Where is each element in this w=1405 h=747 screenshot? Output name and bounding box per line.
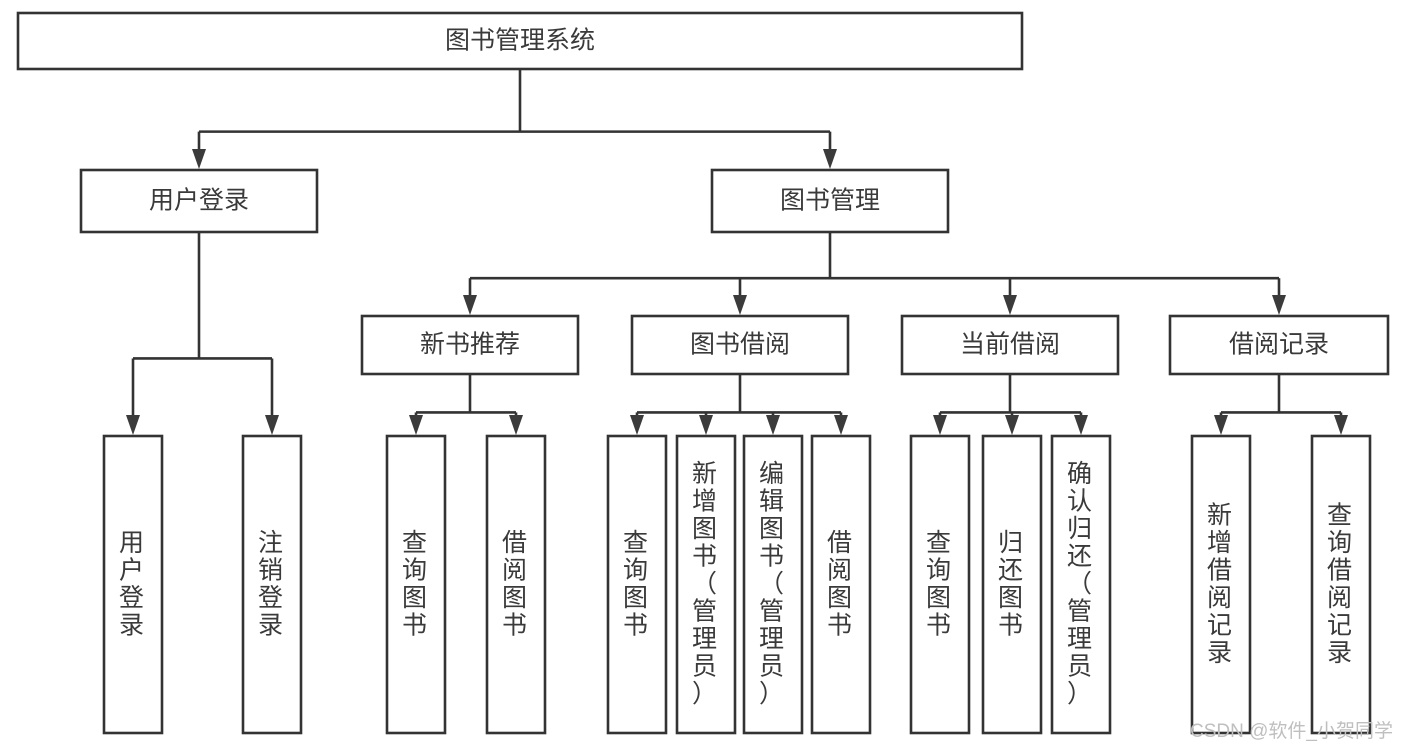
node-box-borrow-record[interactable]: [1168, 314, 1390, 376]
node-label-leaf-borrow-book-1: 借阅图书: [502, 529, 530, 640]
node-leaf-logout[interactable]: 注销登录: [241, 434, 303, 735]
arrow-head-icon: [192, 149, 206, 169]
node-label-leaf-query-book-2: 查询图书: [623, 529, 651, 640]
arrow-head-icon: [699, 415, 713, 435]
node-box-root[interactable]: [16, 11, 1024, 71]
node-leaf-confirm-return-admin[interactable]: 确认归还（管理员）: [1050, 434, 1112, 735]
node-leaf-add-book-admin[interactable]: 新增图书（管理员）: [675, 434, 737, 735]
arrow-head-icon: [823, 149, 837, 169]
arrow-head-icon: [630, 415, 644, 435]
node-leaf-query-book-1[interactable]: 查询图书: [385, 434, 447, 735]
node-label-new-book-rec: 新书推荐: [420, 331, 520, 359]
node-box-leaf-query-book-3[interactable]: [909, 434, 971, 735]
node-book-borrow[interactable]: 图书借阅: [630, 314, 850, 376]
node-label-current-borrow: 当前借阅: [960, 331, 1060, 359]
node-leaf-query-borrow-record[interactable]: 查询借阅记录: [1310, 434, 1372, 735]
node-box-leaf-confirm-return-admin[interactable]: [1050, 434, 1112, 735]
node-box-new-book-rec[interactable]: [360, 314, 580, 376]
node-leaf-query-book-3[interactable]: 查询图书: [909, 434, 971, 735]
node-leaf-edit-book-admin[interactable]: 编辑图书（管理员）: [742, 434, 804, 735]
node-label-leaf-borrow-book-2: 借阅图书: [827, 529, 855, 640]
node-user-login[interactable]: 用户登录: [79, 168, 319, 234]
node-box-book-borrow[interactable]: [630, 314, 850, 376]
node-label-leaf-confirm-return-admin: 确认归还（管理员）: [1067, 460, 1095, 708]
node-leaf-borrow-book-1[interactable]: 借阅图书: [485, 434, 547, 735]
node-box-leaf-query-borrow-record[interactable]: [1310, 434, 1372, 735]
node-root[interactable]: 图书管理系统: [16, 11, 1024, 71]
arrow-head-icon: [1074, 415, 1088, 435]
node-box-current-borrow[interactable]: [900, 314, 1120, 376]
node-new-book-rec[interactable]: 新书推荐: [360, 314, 580, 376]
arrow-head-icon: [834, 415, 848, 435]
arrow-head-icon: [933, 415, 947, 435]
arrow-head-icon: [126, 415, 140, 435]
node-box-leaf-return-book[interactable]: [981, 434, 1043, 735]
node-box-leaf-query-book-2[interactable]: [606, 434, 668, 735]
node-borrow-record[interactable]: 借阅记录: [1168, 314, 1390, 376]
node-label-leaf-add-book-admin: 新增图书（管理员）: [692, 460, 720, 708]
arrow-head-icon: [1005, 415, 1019, 435]
node-label-leaf-add-borrow-record: 新增借阅记录: [1207, 501, 1235, 667]
node-box-book-manage[interactable]: [710, 168, 950, 234]
node-box-user-login[interactable]: [79, 168, 319, 234]
node-box-leaf-add-book-admin[interactable]: [675, 434, 737, 735]
arrow-head-icon: [463, 295, 477, 315]
node-book-manage[interactable]: 图书管理: [710, 168, 950, 234]
node-leaf-query-book-2[interactable]: 查询图书: [606, 434, 668, 735]
node-label-root: 图书管理系统: [445, 27, 595, 55]
arrow-head-icon: [1272, 295, 1286, 315]
node-label-leaf-return-book: 归还图书: [998, 529, 1026, 640]
node-label-leaf-query-book-3: 查询图书: [926, 529, 954, 640]
node-box-leaf-query-book-1[interactable]: [385, 434, 447, 735]
arrow-head-icon: [1334, 415, 1348, 435]
node-label-leaf-query-book-1: 查询图书: [402, 529, 430, 640]
node-leaf-return-book[interactable]: 归还图书: [981, 434, 1043, 735]
node-label-borrow-record: 借阅记录: [1229, 331, 1329, 359]
node-label-book-manage: 图书管理: [780, 187, 880, 215]
node-box-leaf-add-borrow-record[interactable]: [1190, 434, 1252, 735]
node-box-leaf-logout[interactable]: [241, 434, 303, 735]
node-label-user-login: 用户登录: [149, 187, 249, 215]
arrow-head-icon: [1214, 415, 1228, 435]
node-box-leaf-borrow-book-2[interactable]: [810, 434, 872, 735]
node-label-leaf-user-login: 用户登录: [119, 529, 147, 640]
node-box-leaf-borrow-book-1[interactable]: [485, 434, 547, 735]
arrow-head-icon: [409, 415, 423, 435]
node-box-leaf-edit-book-admin[interactable]: [742, 434, 804, 735]
node-current-borrow[interactable]: 当前借阅: [900, 314, 1120, 376]
node-label-leaf-edit-book-admin: 编辑图书（管理员）: [759, 460, 787, 708]
arrow-head-icon: [1003, 295, 1017, 315]
arrow-head-icon: [766, 415, 780, 435]
node-leaf-borrow-book-2[interactable]: 借阅图书: [810, 434, 872, 735]
node-label-leaf-query-borrow-record: 查询借阅记录: [1327, 501, 1355, 667]
nodes-layer: 图书管理系统用户登录图书管理新书推荐图书借阅当前借阅借阅记录用户登录注销登录查询…: [16, 11, 1390, 735]
connectors-layer: [126, 69, 1348, 435]
node-box-leaf-user-login[interactable]: [102, 434, 164, 735]
node-label-leaf-logout: 注销登录: [258, 529, 286, 640]
node-leaf-add-borrow-record[interactable]: 新增借阅记录: [1190, 434, 1252, 735]
node-leaf-user-login[interactable]: 用户登录: [102, 434, 164, 735]
arrow-head-icon: [509, 415, 523, 435]
arrow-head-icon: [265, 415, 279, 435]
node-label-book-borrow: 图书借阅: [690, 331, 790, 359]
arrow-head-icon: [733, 295, 747, 315]
